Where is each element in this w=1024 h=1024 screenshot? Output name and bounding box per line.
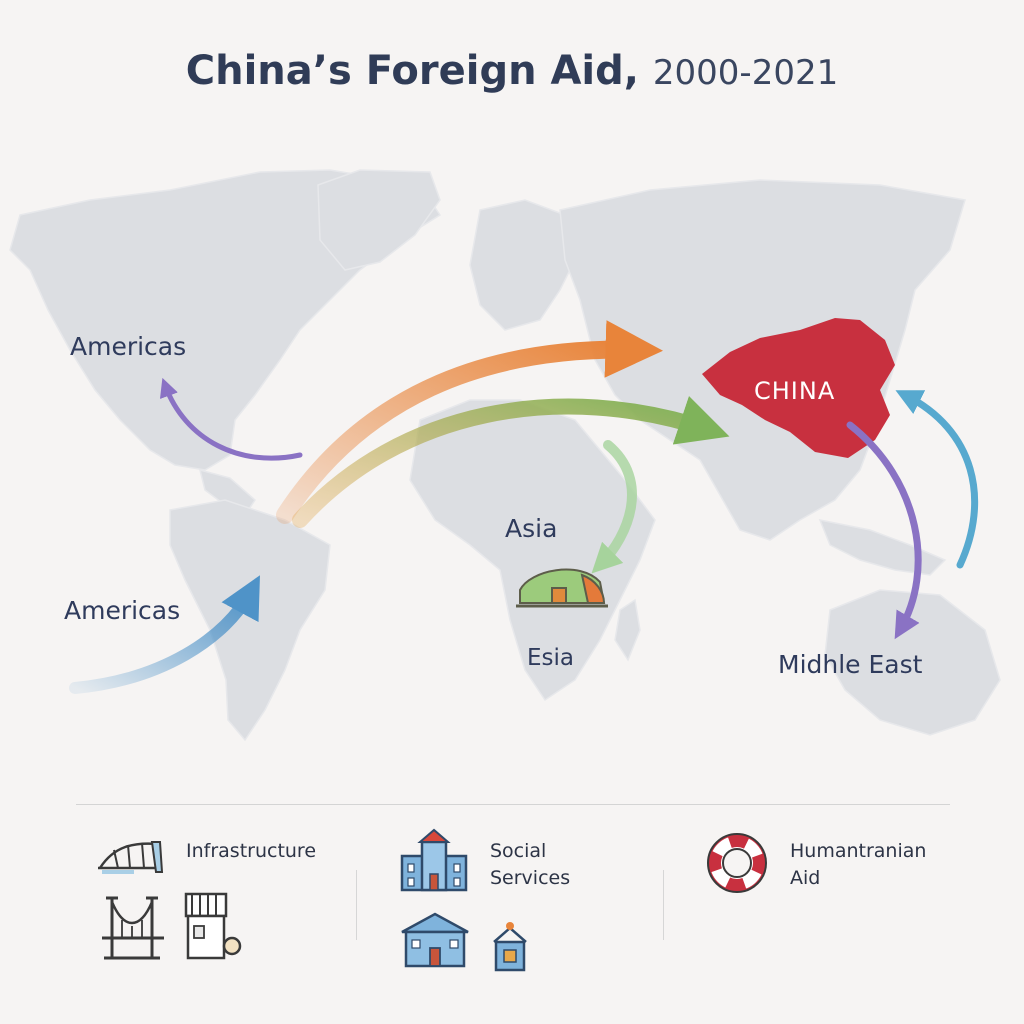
legend-social-label-line2: Services [490, 867, 571, 889]
legend-humanitarian-label-line2: Aid [790, 867, 821, 889]
legend-social-label-line1: Social [490, 840, 547, 862]
south-america-shape [169, 499, 331, 742]
arrow-americas-to-china-orange [276, 320, 664, 524]
small-house-icon [493, 922, 527, 972]
arrow-americas-blue [69, 575, 260, 694]
label-americas-top: Americas [70, 332, 187, 361]
legend-separator-1 [356, 870, 357, 940]
legend-infrastructure-label: Infrastructure [186, 840, 317, 862]
arrow-africa-lightgreen [591, 440, 637, 574]
world-map [9, 169, 1001, 742]
power-plant-icon [184, 892, 242, 960]
aid-building-icon [516, 568, 608, 608]
madagascar-shape [614, 598, 641, 662]
title-main: China’s Foreign Aid [185, 48, 624, 94]
bridge-icon [98, 841, 164, 874]
hospital-icon [401, 912, 469, 968]
legend-separator-2 [663, 870, 664, 940]
legend-humanitarian-label-line1: Humantranian [790, 840, 927, 862]
southeast-asia-shape [818, 518, 947, 576]
arrow-americas-purple [159, 377, 303, 461]
label-china: CHINA [754, 377, 836, 405]
label-esia: Esia [527, 645, 574, 671]
label-americas-bottom: Americas [64, 596, 181, 625]
china-shape [702, 318, 895, 458]
arrow-to-china-teal [895, 390, 979, 569]
arrow-china-to-middle-east-purple [846, 421, 922, 640]
suspension-bridge-icon [102, 896, 164, 960]
label-middle-east: Midhle East [778, 650, 923, 679]
africa-shape [409, 399, 656, 702]
title-comma: , [623, 48, 653, 94]
europe-shape [469, 199, 581, 331]
australia-shape [824, 589, 1001, 736]
page-title: China’s Foreign Aid, 2000-2021 [0, 48, 1024, 94]
school-building-icon [400, 828, 468, 892]
title-years: 2000-2021 [652, 53, 839, 93]
arrow-americas-to-china-green [292, 396, 730, 528]
label-asia: Asia [505, 514, 558, 543]
lifebuoy-icon [707, 833, 767, 893]
greenland-shape [317, 169, 441, 271]
legend-divider [76, 804, 950, 805]
